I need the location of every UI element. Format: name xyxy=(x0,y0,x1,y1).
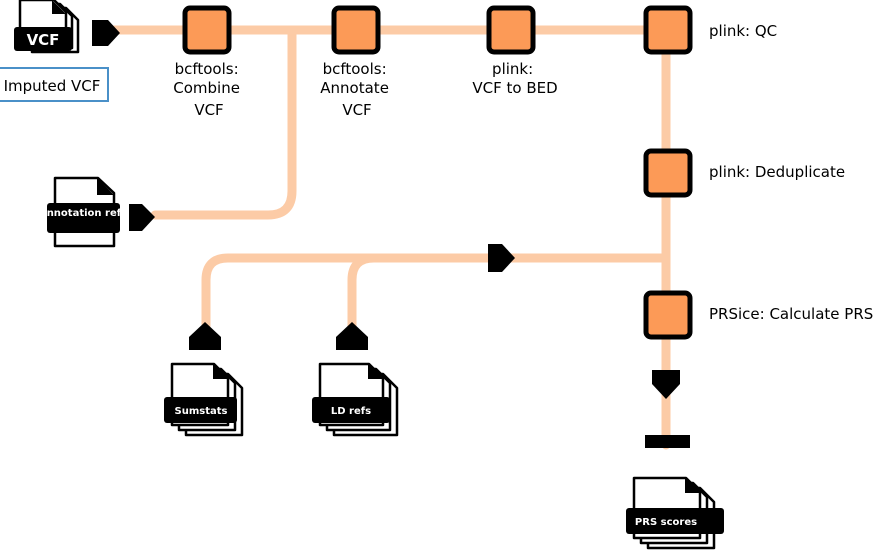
step-deduplicate-box[interactable] xyxy=(643,148,693,198)
annotation-input[interactable]: Annotation refs xyxy=(39,176,155,248)
prs-output-bar xyxy=(645,435,690,448)
sumstats-input[interactable]: Sumstats xyxy=(164,322,244,437)
annotation-output-port[interactable] xyxy=(129,204,155,231)
vcf-label-box xyxy=(0,67,109,102)
reference-pipe xyxy=(201,253,671,335)
prs-output[interactable]: PRS scores xyxy=(626,370,724,550)
step-vcf-to-bed-label: plink: VCF to BED xyxy=(472,60,557,97)
prs-input-port[interactable] xyxy=(652,370,680,399)
step-vcf-to-bed-box[interactable] xyxy=(486,5,536,55)
step-deduplicate[interactable]: plink: Deduplicate xyxy=(643,148,845,198)
step-combine-vcf[interactable]: bcftools: Combine VCF xyxy=(173,5,244,119)
sumstats-icon-text: Sumstats xyxy=(175,406,228,417)
step-annotate-vcf-label: bcftools: Annotate VCF xyxy=(320,60,393,119)
vcf-input[interactable]: VCF Imputed VCF xyxy=(0,0,120,102)
step-deduplicate-label: plink: Deduplicate xyxy=(709,163,845,181)
step-qc-label: plink: QC xyxy=(709,22,777,40)
annotation-pipe xyxy=(150,25,297,220)
ld-refs-input[interactable]: LD refs xyxy=(312,322,399,437)
step-calculate-prs[interactable]: PRSice: Calculate PRS xyxy=(643,290,873,340)
reference-merge-port[interactable] xyxy=(488,244,515,272)
vcf-file-stack-icon: VCF xyxy=(14,0,80,54)
step-annotate-vcf[interactable]: bcftools: Annotate VCF xyxy=(320,5,393,119)
step-calculate-prs-label: PRSice: Calculate PRS xyxy=(709,305,873,323)
step-qc-box[interactable] xyxy=(643,5,693,55)
sumstats-file-stack-icon: Sumstats xyxy=(164,362,244,437)
prs-file-stack-icon: PRS scores xyxy=(626,476,724,550)
step-annotate-vcf-box[interactable] xyxy=(331,5,381,55)
annotation-icon-text: Annotation refs xyxy=(39,208,127,219)
ld-refs-icon-text: LD refs xyxy=(331,406,371,417)
sumstats-output-port[interactable] xyxy=(189,322,221,350)
step-combine-vcf-box[interactable] xyxy=(182,5,232,55)
step-qc[interactable]: plink: QC xyxy=(643,5,777,55)
ld-refs-file-stack-icon: LD refs xyxy=(312,362,399,437)
ld-refs-output-port[interactable] xyxy=(336,322,368,350)
ld-pipe xyxy=(347,253,379,335)
step-combine-vcf-label: bcftools: Combine VCF xyxy=(173,60,244,119)
step-calculate-prs-box[interactable] xyxy=(643,290,693,340)
vcf-icon-text: VCF xyxy=(27,31,60,49)
step-vcf-to-bed[interactable]: plink: VCF to BED xyxy=(472,5,558,97)
vcf-output-port[interactable] xyxy=(92,20,120,46)
prs-icon-text: PRS scores xyxy=(635,517,697,528)
annotation-file-icon: Annotation refs xyxy=(39,176,127,248)
vcf-label: Imputed VCF xyxy=(4,77,101,95)
